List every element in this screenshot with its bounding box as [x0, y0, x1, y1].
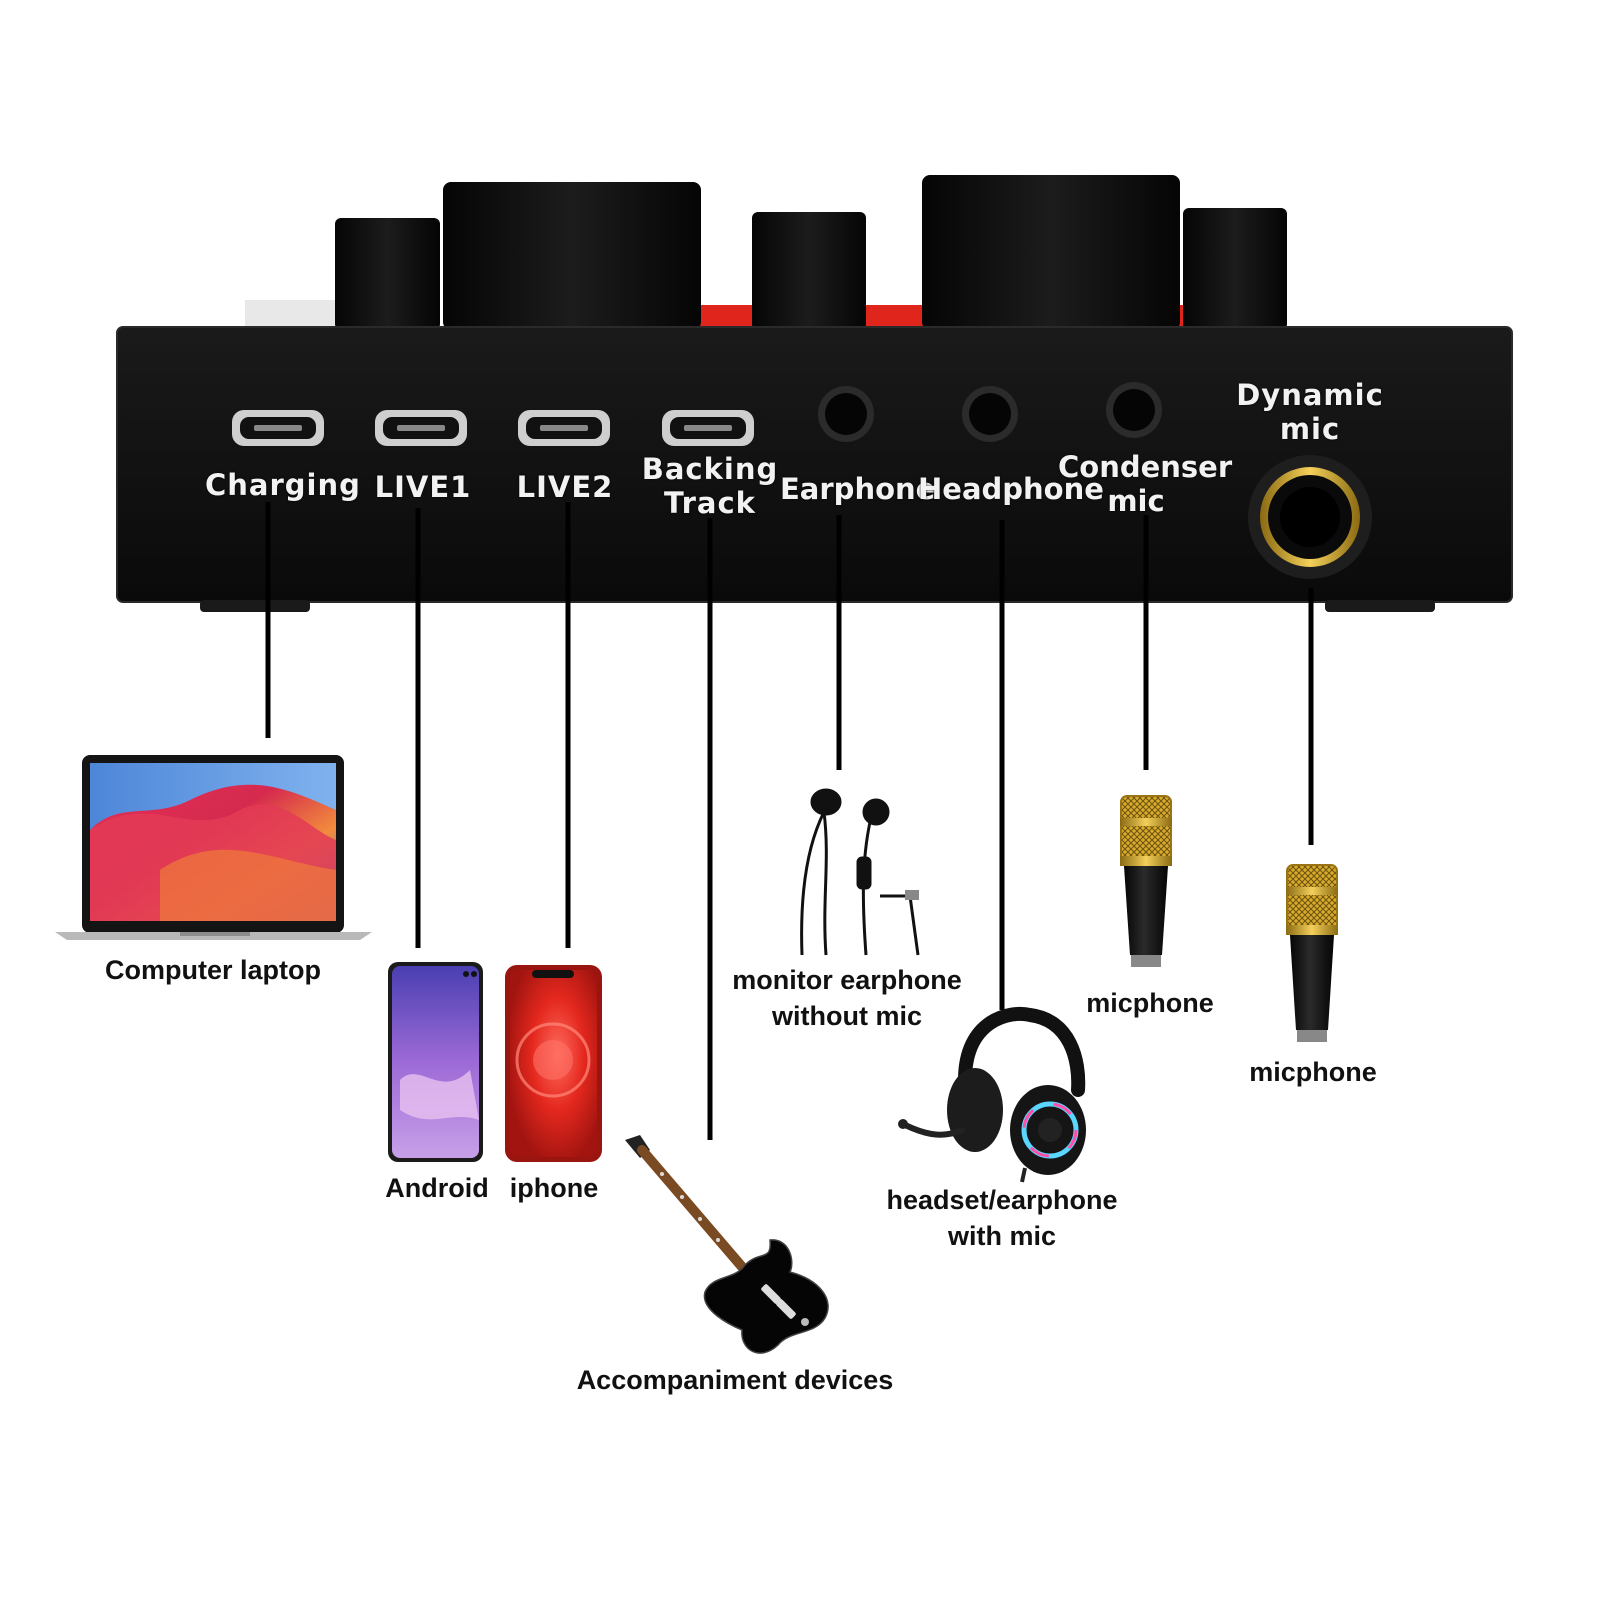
- port-label-dynamic-line1: Dynamic: [1236, 378, 1384, 412]
- port-label-charging: Charging: [205, 468, 361, 502]
- knob-large-2: [922, 175, 1180, 330]
- micro-usb-port-live1: [375, 410, 467, 446]
- port-label-live1: LIVE1: [374, 470, 472, 504]
- jack-condenser-mic: [1106, 382, 1162, 438]
- port-label-condenser-line2: mic: [1107, 484, 1165, 518]
- device-label-monitor-line1: monitor earphone: [732, 965, 962, 995]
- device-label-accompaniment: Accompaniment devices: [576, 1365, 894, 1395]
- port-label-backing-track-line2: Track: [664, 486, 756, 520]
- jack-dynamic-mic: [1248, 455, 1372, 579]
- jack-headphone: [962, 386, 1018, 442]
- knob-small-3: [1183, 208, 1287, 330]
- electric-guitar-icon: [625, 1135, 829, 1354]
- foot-right: [1325, 600, 1435, 612]
- micro-usb-port-backing-track: [662, 410, 754, 446]
- jack-earphone: [818, 386, 874, 442]
- top-panel-light: [245, 300, 335, 330]
- port-label-backing-track-line1: Backing: [641, 452, 779, 486]
- foot-left: [200, 600, 310, 612]
- device-label-laptop: Computer laptop: [105, 955, 321, 985]
- port-label-backing-track: Backing Track: [638, 452, 782, 520]
- port-label-dynamic-mic: Dynamic mic: [1230, 378, 1390, 446]
- knob-small-1: [335, 218, 440, 330]
- laptop-icon: [55, 755, 372, 940]
- port-label-condenser-mic: Condenser mic: [1058, 450, 1233, 518]
- device-label-iphone: iphone: [509, 1173, 599, 1203]
- knob-small-2: [752, 212, 866, 330]
- sound-card-device: [116, 175, 1513, 612]
- device-label-condenser-microphone: micphone: [1086, 988, 1214, 1018]
- android-phone-icon: [388, 962, 483, 1162]
- device-label-headset: headset/earphone with mic: [870, 1182, 1134, 1254]
- micro-usb-port-charging: [232, 410, 324, 446]
- dynamic-microphone-icon: [1286, 864, 1338, 1042]
- port-label-headphone: Headphone: [918, 472, 1104, 506]
- connection-lines: [265, 502, 1314, 1140]
- device-label-android: Android: [385, 1173, 489, 1203]
- micro-usb-port-live2: [518, 410, 610, 446]
- front-panel: [116, 326, 1513, 603]
- port-label-condenser-line1: Condenser: [1058, 450, 1233, 484]
- port-label-live2: LIVE2: [516, 470, 614, 504]
- condenser-microphone-icon: [1120, 795, 1172, 967]
- port-label-earphone: Earphone: [780, 472, 936, 506]
- device-label-monitor-line2: without mic: [772, 1001, 922, 1031]
- device-label-headset-line2: with mic: [947, 1221, 1056, 1251]
- device-label-headset-line1: headset/earphone: [886, 1185, 1118, 1215]
- port-label-dynamic-line2: mic: [1279, 412, 1341, 446]
- knob-large-1: [443, 182, 701, 330]
- monitor-earphone-icon: [800, 788, 920, 956]
- device-label-monitor-earphone: monitor earphone without mic: [712, 962, 982, 1034]
- device-label-dynamic-microphone: micphone: [1249, 1057, 1377, 1087]
- iphone-icon: [505, 965, 602, 1162]
- headset-icon: [898, 1006, 1086, 1183]
